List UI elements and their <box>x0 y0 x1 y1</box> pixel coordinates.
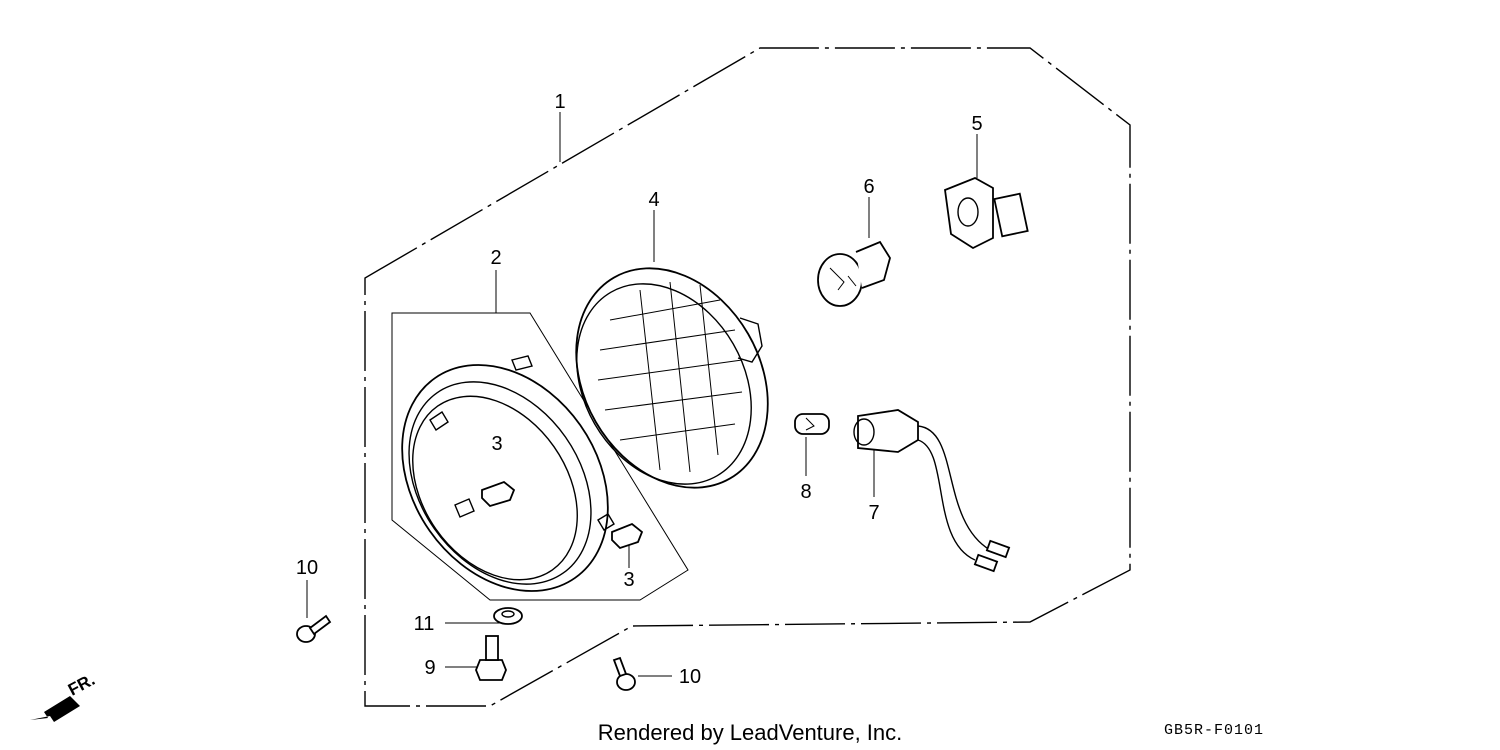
callout-8: 8 <box>800 481 811 503</box>
callout-3-upper: 3 <box>491 433 502 455</box>
callout-10-left: 10 <box>296 557 318 579</box>
bolt-part-9 <box>475 635 507 681</box>
bolt-part-10-left <box>296 614 332 643</box>
headlight-case-part-2 <box>401 355 615 592</box>
bolt-part-10-right <box>612 656 636 691</box>
position-bulb-part-8 <box>794 413 830 435</box>
callout-10-right: 10 <box>679 666 701 688</box>
front-direction-arrow-icon <box>30 696 80 722</box>
callout-3-lower: 3 <box>623 569 634 591</box>
socket-wire-part-7 <box>853 409 1011 573</box>
callout-7: 7 <box>868 502 879 524</box>
callout-2: 2 <box>490 247 501 269</box>
nut-part-11 <box>493 607 523 625</box>
callout-11: 11 <box>414 613 435 635</box>
setting-clip-part-3 <box>481 480 644 550</box>
credit-text: Rendered by LeadVenture, Inc. <box>598 720 903 745</box>
assembly-boundary-2 <box>391 312 689 601</box>
leader-lines <box>306 112 978 677</box>
callout-1: 1 <box>554 91 565 113</box>
headlight-bulb-part-6 <box>817 240 891 307</box>
callout-9: 9 <box>424 657 435 679</box>
direction-label: FR. <box>65 670 98 700</box>
assembly-boundary-1 <box>364 47 1131 707</box>
headlight-unit-part-4 <box>575 267 769 489</box>
socket-part-5 <box>944 177 1029 250</box>
diagram-code: GB5R-F0101 <box>1164 722 1264 739</box>
callout-6: 6 <box>863 176 874 198</box>
callout-4: 4 <box>648 189 659 211</box>
callout-5: 5 <box>971 113 982 135</box>
